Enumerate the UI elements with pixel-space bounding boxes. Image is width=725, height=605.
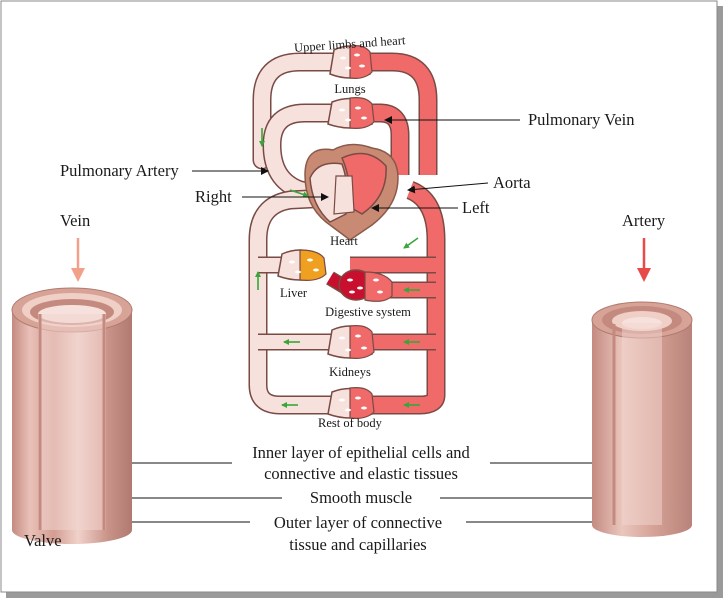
labels: Upper limbs and heart Lungs Pulmonary Ve… [24,33,666,554]
rest-of-body-capillary [327,387,375,419]
outer-layer-label-line1: Outer layer of connective [274,513,442,532]
liver-capillary [277,249,327,281]
lungs-label: Lungs [334,82,365,96]
vein-arrow-head [71,268,85,282]
flow-arrow [403,237,419,249]
left-label: Left [462,198,490,217]
heart-label: Heart [330,234,358,248]
aorta-label: Aorta [493,173,531,192]
kidneys-capillary [327,325,375,359]
inner-layer-label-line2: connective and elastic tissues [264,464,458,483]
inner-layer-label-line1: Inner layer of epithelial cells and [252,443,470,462]
flow-arrow [289,189,309,198]
outer-layer-label-line2: tissue and capillaries [289,535,426,554]
flow-arrows [255,128,420,408]
lungs-capillary [327,97,375,129]
right-label: Right [195,187,232,206]
capillary-beds [277,45,393,419]
pulmonary-artery-label: Pulmonary Artery [60,161,179,180]
artery-arrow-head [637,268,651,282]
aorta-pointer [407,182,489,194]
digestive-capillary [338,269,393,302]
artery-label: Artery [622,211,666,230]
rest-of-body-label: Rest of body [318,416,383,430]
kidneys-label: Kidneys [329,365,371,379]
vein-label: Vein [60,211,90,230]
heart-illustration [304,143,399,241]
valve-label: Valve [24,531,62,550]
digestive-system-label: Digestive system [325,305,411,319]
liver-label: Liver [280,286,308,300]
vein-cross-section [11,238,133,544]
pulmonary-vein-label: Pulmonary Vein [528,110,635,129]
upper-limbs-capillary [329,45,373,79]
smooth-muscle-label: Smooth muscle [310,488,412,507]
artery-cross-section [591,238,693,537]
